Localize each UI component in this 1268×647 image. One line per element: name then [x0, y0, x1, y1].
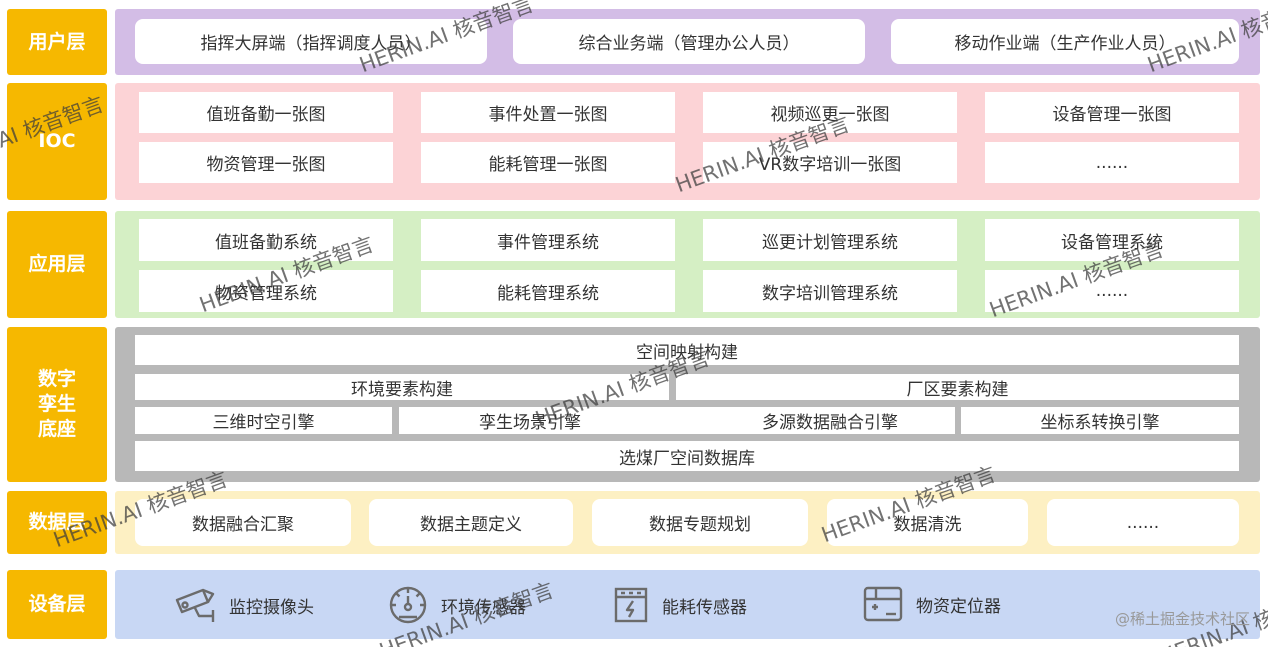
device-energy-sensor[interactable]: 能耗传感器	[612, 585, 747, 625]
ioc-item[interactable]: 视频巡更一张图	[703, 92, 957, 133]
device-material-locator-label: 物资定位器	[916, 596, 1001, 617]
data-item[interactable]: 数据清洗	[827, 499, 1028, 546]
device-camera-label: 监控摄像头	[229, 597, 314, 618]
user-layer-label: 用户层	[7, 9, 107, 75]
device-env-sensor-label: 环境传感器	[441, 597, 526, 618]
twin-layer-panel: 空间映射构建 环境要素构建 厂区要素构建 三维时空引擎 孪生场景引擎 多源数据融…	[115, 327, 1260, 482]
app-item[interactable]: 事件管理系统	[421, 219, 675, 261]
twin-engine[interactable]: 三维时空引擎	[135, 407, 392, 434]
app-item[interactable]: 数字培训管理系统	[703, 270, 957, 312]
data-item[interactable]: 数据融合汇聚	[135, 499, 351, 546]
app-item[interactable]: 能耗管理系统	[421, 270, 675, 312]
user-item-business[interactable]: 综合业务端（管理办公人员）	[513, 19, 865, 64]
app-item-more[interactable]: ......	[985, 270, 1239, 312]
data-item-more[interactable]: ......	[1047, 499, 1239, 546]
app-layer-panel: 值班备勤系统 事件管理系统 巡更计划管理系统 设备管理系统 物资管理系统 能耗管…	[115, 211, 1260, 318]
device-env-sensor[interactable]: 环境传感器	[387, 585, 526, 625]
app-layer-label: 应用层	[7, 211, 107, 318]
data-item[interactable]: 数据专题规划	[592, 499, 808, 546]
app-item[interactable]: 物资管理系统	[139, 270, 393, 312]
box-locator-icon	[863, 586, 903, 622]
twin-spatial-database[interactable]: 选煤厂空间数据库	[135, 441, 1239, 471]
twin-engine[interactable]: 多源数据融合引擎	[706, 407, 954, 434]
device-material-locator[interactable]: 物资定位器	[862, 584, 1001, 624]
data-layer-label: 数据层	[7, 491, 107, 554]
footer-source: @稀土掘金技术社区	[1114, 610, 1250, 628]
app-item[interactable]: 值班备勤系统	[139, 219, 393, 261]
data-item[interactable]: 数据主题定义	[369, 499, 573, 546]
ioc-item[interactable]: 事件处置一张图	[421, 92, 675, 133]
device-layer-panel: 监控摄像头 环境传感器 能耗传感器	[115, 570, 1260, 639]
twin-env-elements[interactable]: 环境要素构建	[135, 374, 669, 400]
ioc-item[interactable]: 能耗管理一张图	[421, 142, 675, 183]
twin-spatial-mapping[interactable]: 空间映射构建	[135, 335, 1239, 365]
camera-icon	[175, 588, 215, 622]
ioc-layer-panel: 值班备勤一张图 事件处置一张图 视频巡更一张图 设备管理一张图 物资管理一张图 …	[115, 83, 1260, 200]
ioc-item[interactable]: 值班备勤一张图	[139, 92, 393, 133]
twin-layer-label: 数字 孪生 底座	[7, 327, 107, 482]
gauge-icon	[389, 586, 427, 624]
ioc-item[interactable]: 物资管理一张图	[139, 142, 393, 183]
meter-icon	[614, 587, 648, 623]
twin-engine[interactable]: 坐标系转换引擎	[961, 407, 1239, 434]
data-layer-panel: 数据融合汇聚 数据主题定义 数据专题规划 数据清洗 ......	[115, 491, 1260, 554]
user-layer-panel: 指挥大屏端（指挥调度人员） 综合业务端（管理办公人员） 移动作业端（生产作业人员…	[115, 9, 1260, 75]
ioc-layer-label: IOC	[7, 83, 107, 200]
device-layer-label: 设备层	[7, 570, 107, 639]
device-camera[interactable]: 监控摄像头	[173, 585, 314, 625]
device-energy-sensor-label: 能耗传感器	[662, 597, 747, 618]
user-item-command-screen[interactable]: 指挥大屏端（指挥调度人员）	[135, 19, 487, 64]
twin-plant-elements[interactable]: 厂区要素构建	[676, 374, 1239, 400]
app-item[interactable]: 巡更计划管理系统	[703, 219, 957, 261]
ioc-item[interactable]: VR数字培训一张图	[703, 142, 957, 183]
ioc-item-more[interactable]: ......	[985, 142, 1239, 183]
app-item[interactable]: 设备管理系统	[985, 219, 1239, 261]
user-item-mobile[interactable]: 移动作业端（生产作业人员）	[891, 19, 1239, 64]
ioc-item[interactable]: 设备管理一张图	[985, 92, 1239, 133]
